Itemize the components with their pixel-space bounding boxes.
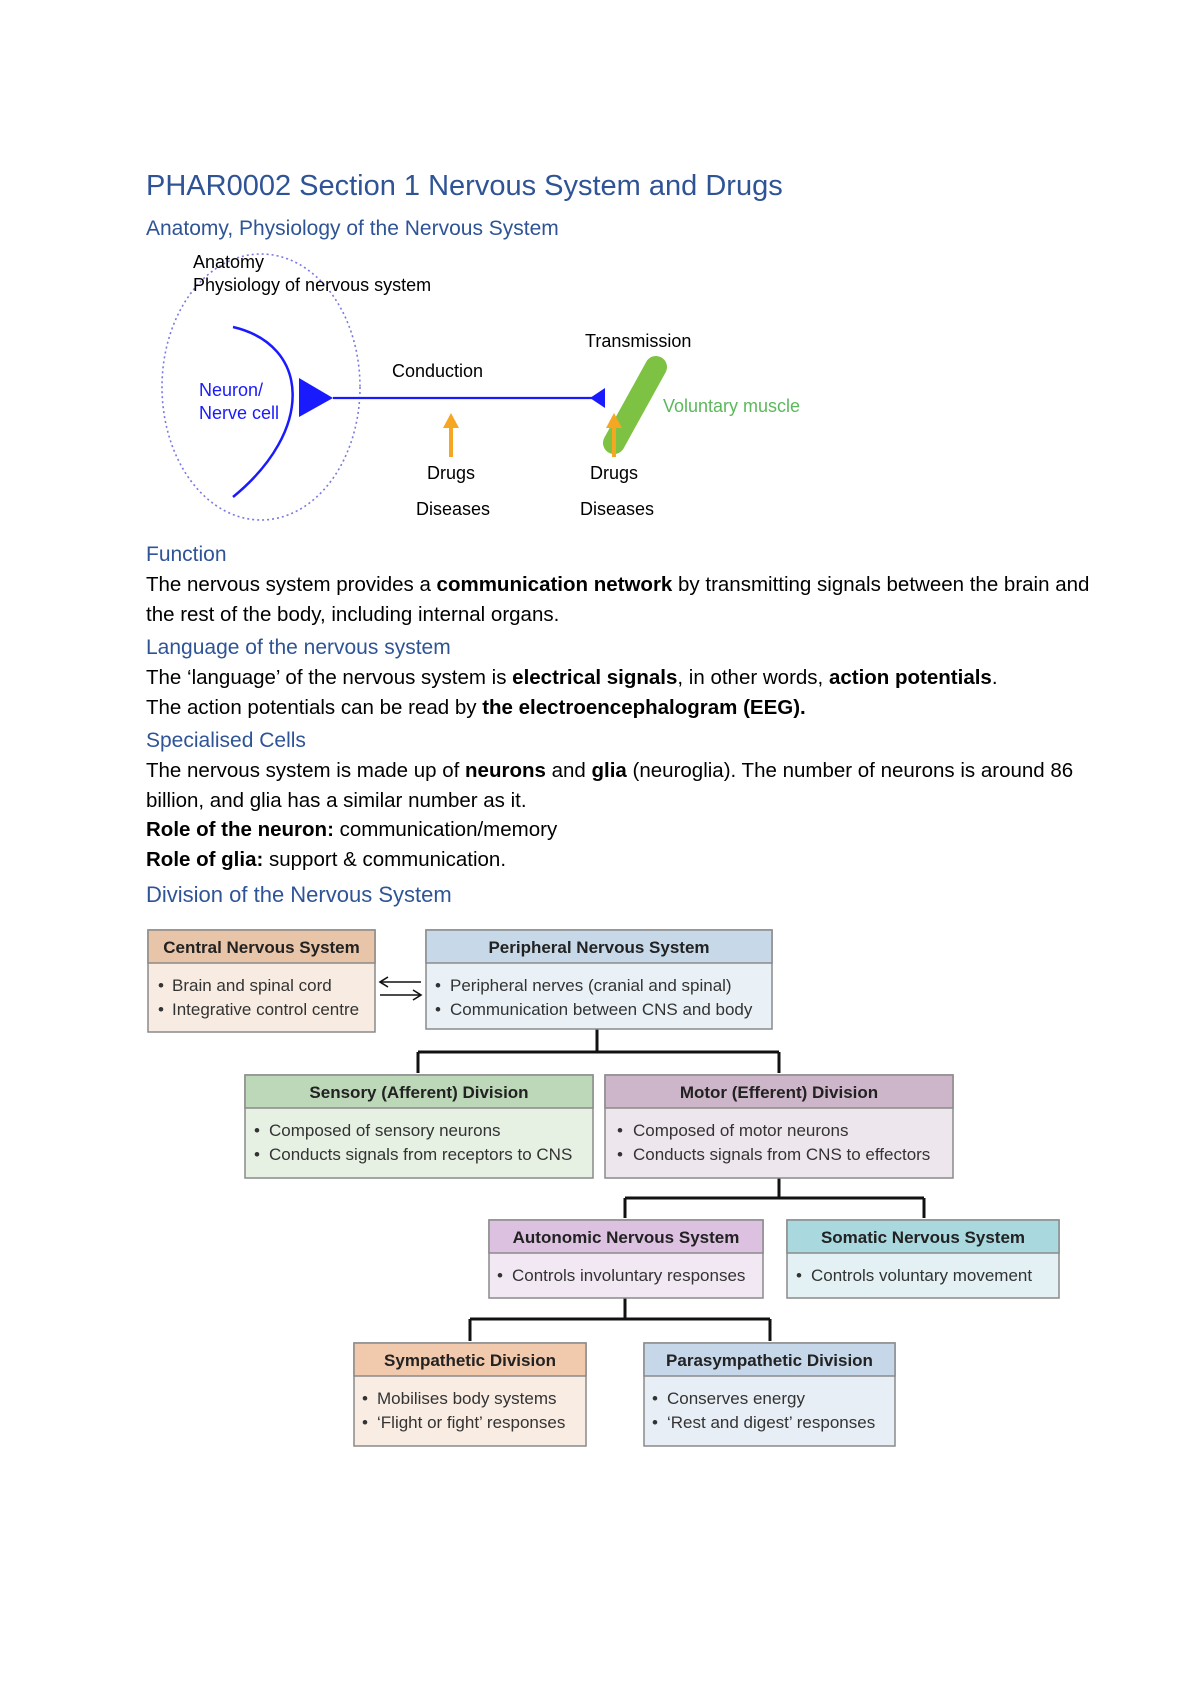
label-transmission: Transmission: [585, 331, 691, 351]
svg-text:•: •: [158, 1000, 164, 1019]
label-drugs-1: Drugs: [427, 463, 475, 483]
autonomic-item: Controls involuntary responses: [512, 1266, 745, 1285]
axon-terminal-triangle: [590, 388, 605, 408]
pns-item: Communication between CNS and body: [450, 1000, 753, 1019]
cells-paragraph: The nervous system is made up of neurons…: [146, 759, 1074, 871]
anatomy-heading: Anatomy, Physiology of the Nervous Syste…: [146, 217, 559, 240]
motor-item: Conducts signals from CNS to effectors: [633, 1145, 930, 1164]
drug-arrow-1-head: [443, 413, 459, 428]
svg-text:•: •: [796, 1266, 802, 1285]
label-diseases-2: Diseases: [580, 499, 654, 519]
anatomy-boundary-ellipse: [161, 253, 361, 521]
hierarchy-connectors: [416, 1029, 926, 1341]
neuron-soma-triangle: [299, 378, 333, 417]
motor-title: Motor (Efferent) Division: [680, 1083, 878, 1102]
pns-item: Peripheral nerves (cranial and spinal): [450, 976, 732, 995]
svg-text:•: •: [617, 1145, 623, 1164]
sensory-item: Conducts signals from receptors to CNS: [269, 1145, 572, 1164]
cns-item: Integrative control centre: [172, 1000, 359, 1019]
pns-title: Peripheral Nervous System: [488, 938, 709, 957]
svg-text:•: •: [254, 1121, 260, 1140]
somatic-item: Controls voluntary movement: [811, 1266, 1032, 1285]
box-sensory-division: Sensory (Afferent) Division • Composed o…: [244, 1074, 594, 1179]
svg-text:•: •: [362, 1389, 368, 1408]
sympathetic-title: Sympathetic Division: [384, 1351, 556, 1370]
svg-text:•: •: [617, 1121, 623, 1140]
box-parasympathetic-division: Parasympathetic Division • Conserves ene…: [643, 1342, 896, 1447]
svg-text:•: •: [254, 1145, 260, 1164]
muscle-bar: [603, 356, 667, 454]
sympathetic-item: ‘Flight or fight’ responses: [377, 1413, 565, 1432]
svg-text:•: •: [497, 1266, 503, 1285]
label-voluntary-muscle: Voluntary muscle: [663, 396, 800, 416]
label-physiology: Physiology of nervous system: [193, 275, 431, 295]
svg-text:•: •: [158, 976, 164, 995]
drug-arrow-2-head: [606, 413, 622, 428]
box-motor-division: Motor (Efferent) Division • Composed of …: [604, 1074, 954, 1179]
parasympathetic-item: Conserves energy: [667, 1389, 805, 1408]
box-peripheral-nervous-system: Peripheral Nervous System • Peripheral n…: [425, 929, 773, 1030]
language-heading: Language of the nervous system: [146, 636, 451, 659]
label-neuron-line1: Neuron/: [199, 380, 263, 400]
autonomic-title: Autonomic Nervous System: [513, 1228, 740, 1247]
svg-text:•: •: [435, 976, 441, 995]
svg-text:•: •: [652, 1413, 658, 1432]
division-heading: Division of the Nervous System: [146, 882, 452, 907]
box-somatic-nervous-system: Somatic Nervous System • Controls volunt…: [786, 1219, 1060, 1299]
svg-text:•: •: [362, 1413, 368, 1432]
language-paragraph: The ‘language’ of the nervous system is …: [146, 666, 998, 719]
motor-item: Composed of motor neurons: [633, 1121, 848, 1140]
somatic-title: Somatic Nervous System: [821, 1228, 1025, 1247]
label-diseases-1: Diseases: [416, 499, 490, 519]
label-neuron-line2: Nerve cell: [199, 403, 279, 423]
cns-pns-arrows: [378, 976, 423, 1001]
label-anatomy: Anatomy: [193, 252, 264, 272]
svg-text:•: •: [435, 1000, 441, 1019]
cells-heading: Specialised Cells: [146, 729, 306, 752]
cns-title: Central Nervous System: [163, 938, 360, 957]
neuron-body-curve: [232, 325, 294, 498]
box-autonomic-nervous-system: Autonomic Nervous System • Controls invo…: [488, 1219, 764, 1299]
anatomy-figure: Anatomy Physiology of nervous system Neu…: [161, 252, 800, 521]
parasympathetic-title: Parasympathetic Division: [666, 1351, 873, 1370]
page-title: PHAR0002 Section 1 Nervous System and Dr…: [146, 170, 783, 202]
sympathetic-item: Mobilises body systems: [377, 1389, 557, 1408]
parasympathetic-item: ‘Rest and digest’ responses: [667, 1413, 875, 1432]
function-paragraph: The nervous system provides a communicat…: [146, 573, 1090, 626]
function-heading: Function: [146, 543, 227, 566]
label-conduction: Conduction: [392, 361, 483, 381]
sensory-item: Composed of sensory neurons: [269, 1121, 501, 1140]
svg-text:•: •: [652, 1389, 658, 1408]
role-glia-label: Role of glia:: [146, 847, 264, 871]
sensory-title: Sensory (Afferent) Division: [309, 1083, 528, 1102]
role-neuron-label: Role of the neuron:: [146, 818, 334, 841]
box-sympathetic-division: Sympathetic Division • Mobilises body sy…: [353, 1342, 587, 1447]
label-drugs-2: Drugs: [590, 463, 638, 483]
cns-item: Brain and spinal cord: [172, 976, 332, 995]
box-central-nervous-system: Central Nervous System • Brain and spina…: [147, 929, 376, 1033]
